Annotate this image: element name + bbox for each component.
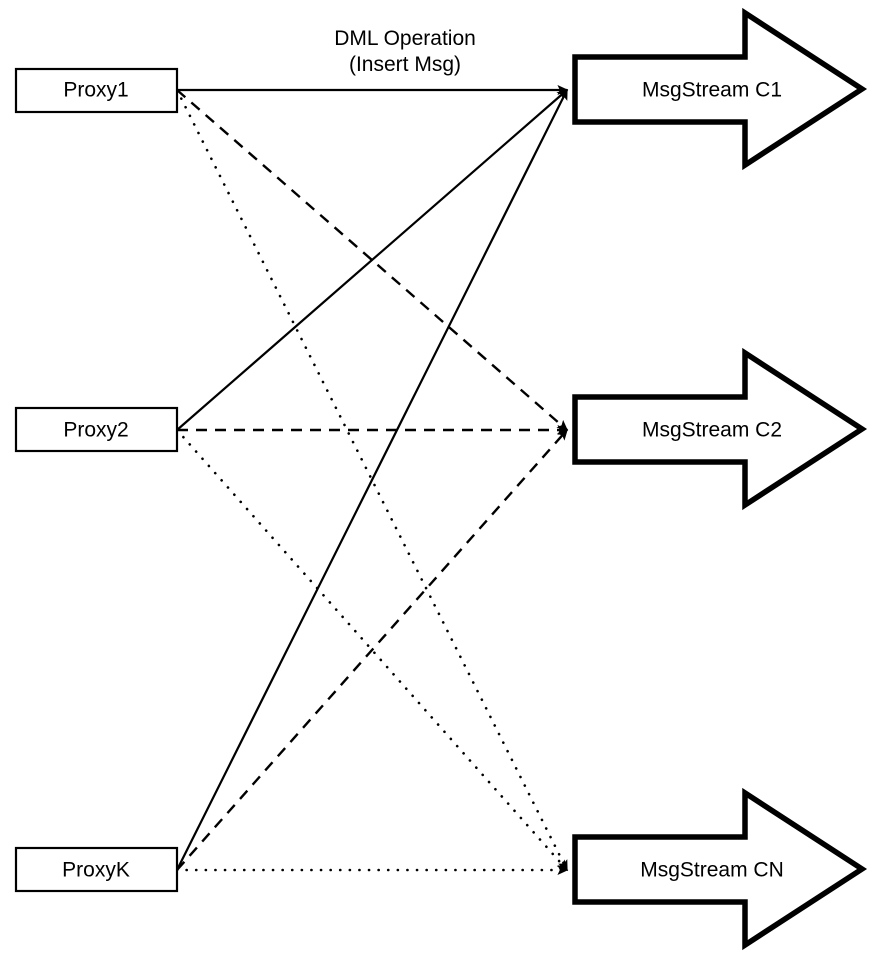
proxy-box[interactable]	[14, 846, 179, 893]
proxy-box[interactable]	[14, 406, 179, 453]
proxy-label: Proxy1	[63, 79, 128, 102]
edge-caption-line2: (Insert Msg)	[349, 53, 461, 76]
msgstream-node-cn[interactable]: MsgStream CN	[572, 787, 868, 951]
block-arrow-icon[interactable]	[572, 787, 868, 951]
msgstream-label: MsgStream C2	[642, 419, 782, 442]
msgstream-label: MsgStream C1	[642, 79, 782, 102]
link-proxyk-msgstream-c2[interactable]	[176, 428, 568, 871]
edge-caption: DML Operation (Insert Msg)	[334, 27, 476, 76]
proxy-node-proxyk[interactable]: ProxyK	[14, 846, 179, 893]
link-proxy2-msgstream-c1[interactable]	[176, 89, 569, 431]
proxy-box[interactable]	[14, 67, 179, 114]
block-arrow-icon[interactable]	[572, 347, 868, 511]
msgstream-node-c1[interactable]: MsgStream C1	[572, 7, 868, 171]
proxy-node-proxy1[interactable]: Proxy1	[14, 67, 179, 114]
block-arrow-icon[interactable]	[572, 7, 868, 171]
msgstream-label: MsgStream CN	[640, 859, 784, 882]
proxy-label: Proxy2	[63, 419, 128, 442]
link-proxy1-msgstream-c2[interactable]	[176, 89, 569, 431]
link-group	[175, 84, 569, 876]
edge-caption-line1: DML Operation	[334, 27, 476, 50]
link-proxyk-msgstream-c1[interactable]	[176, 88, 568, 871]
msgstream-node-c2[interactable]: MsgStream C2	[572, 347, 868, 511]
proxy-label: ProxyK	[62, 859, 130, 882]
link-proxy2-msgstream-cn[interactable]	[175, 428, 569, 872]
link-proxy1-msgstream-cn[interactable]	[175, 88, 569, 872]
proxy-node-proxy2[interactable]: Proxy2	[14, 406, 179, 453]
